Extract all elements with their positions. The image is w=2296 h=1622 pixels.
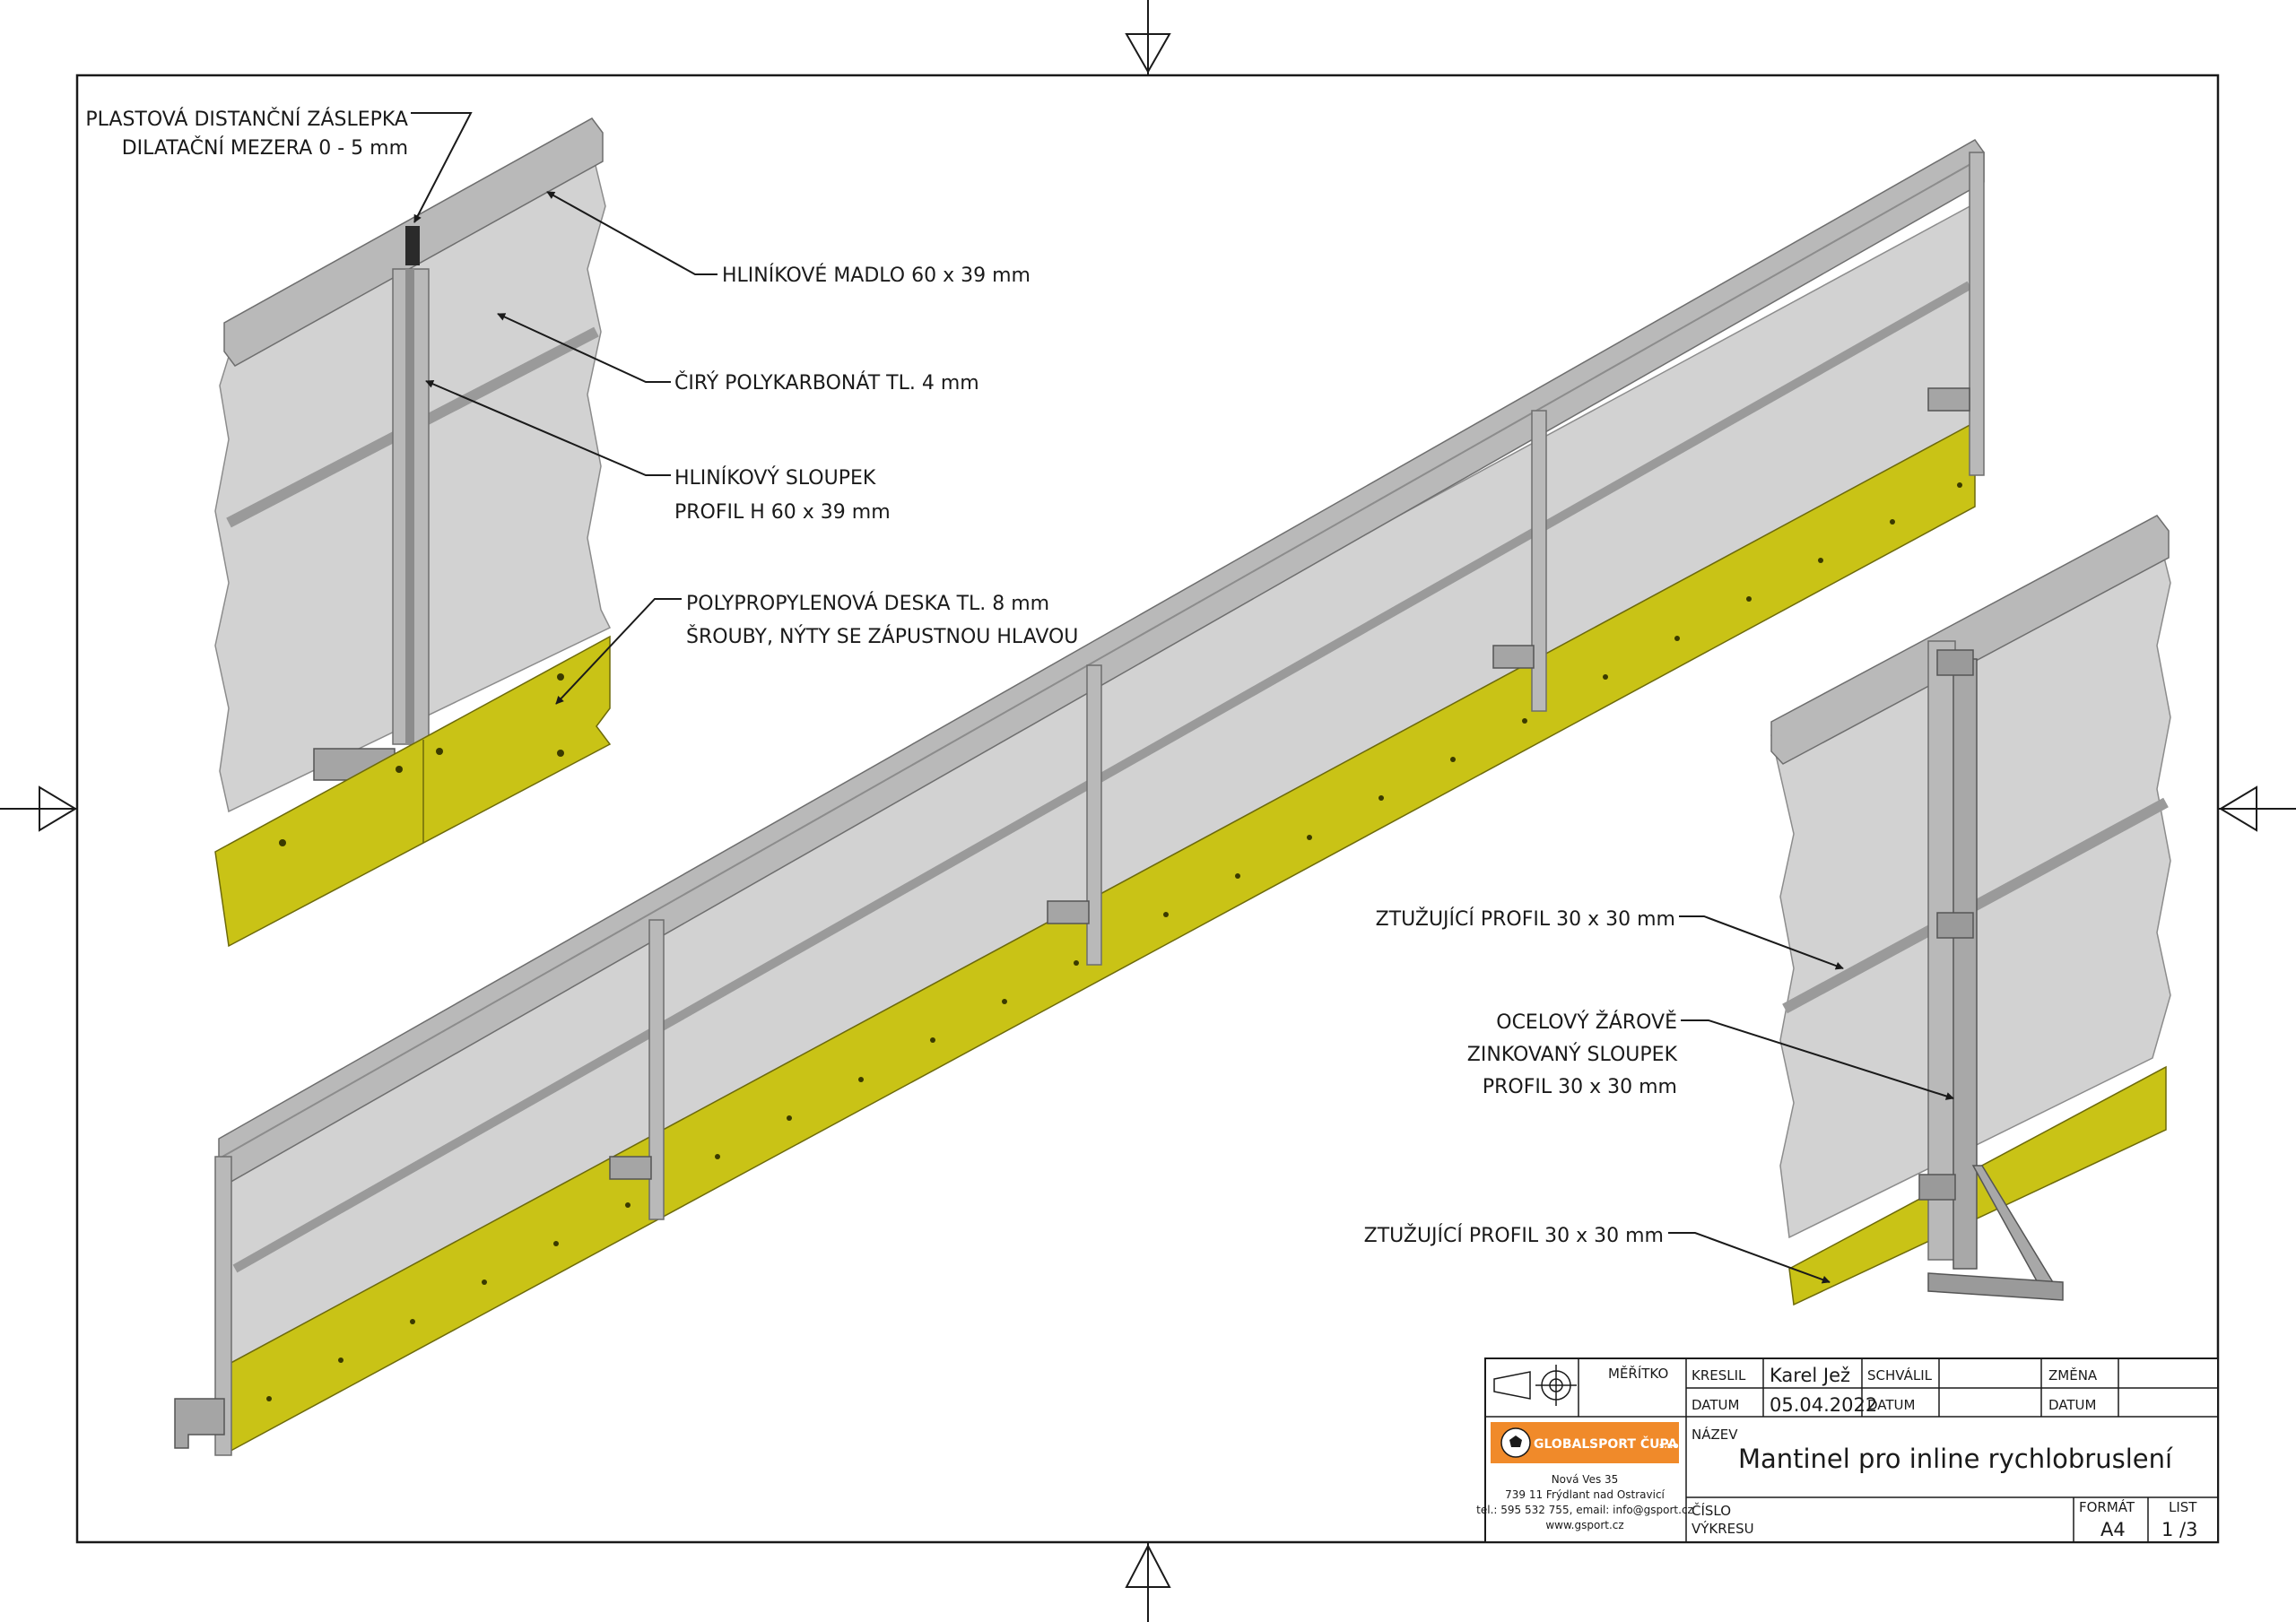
detail-right-base-plate xyxy=(1927,1272,2064,1301)
tb-date-value: 05.04.2022 xyxy=(1770,1394,1877,1416)
tb-format-value: A4 xyxy=(2100,1519,2126,1540)
tb-sheet-label: LIST xyxy=(2169,1499,2197,1515)
tb-drawn-label: KRESLIL xyxy=(1692,1367,1746,1383)
label-polycarbonate: ČIRÝ POLYKARBONÁT TL. 4 mm xyxy=(674,371,979,395)
tb-drawing-title: Mantinel pro inline rychlobruslení xyxy=(1738,1444,2173,1474)
tb-format-label: FORMÁT xyxy=(2079,1498,2135,1515)
label-stiffening-top: ZTUŽUJÍCÍ PROFIL 30 x 30 mm xyxy=(1376,907,1675,931)
label-steel-line1: OCELOVÝ ŽÁROVĚ xyxy=(1496,1010,1677,1034)
label-board-line2: ŠROUBY, NÝTY SE ZÁPUSTNOU HLAVOU xyxy=(686,625,1078,648)
label-handrail: HLINÍKOVÉ MADLO 60 x 39 mm xyxy=(722,264,1031,287)
svg-text:GLOBAL: GLOBAL xyxy=(1534,1437,1589,1452)
label-post-line2: PROFIL H 60 x 39 mm xyxy=(674,501,891,524)
label-board-line1: POLYPROPYLENOVÁ DESKA TL. 8 mm xyxy=(686,592,1049,615)
tb-approved-label: SCHVÁLIL xyxy=(1867,1366,1933,1383)
label-steel-line3: PROFIL 30 x 30 mm xyxy=(1483,1076,1677,1098)
detail-right-handrail xyxy=(1770,515,2170,765)
detail-right-board xyxy=(1788,1065,2167,1306)
label-stiffening-bottom: ZTUŽUJÍCÍ PROFIL 30 x 30 mm xyxy=(1364,1224,1664,1247)
main-board-screws xyxy=(266,482,1962,1401)
detail-top-left xyxy=(214,117,612,948)
main-barrier-view xyxy=(174,139,1985,1456)
tb-name-label: NÁZEV xyxy=(1692,1426,1738,1443)
company-address-2: 739 11 Frýdlant nad Ostravicí xyxy=(1505,1488,1665,1501)
detail-left-cap xyxy=(405,226,420,265)
tb-sheet-value: 1 /3 xyxy=(2161,1519,2197,1540)
detail-right xyxy=(1770,515,2171,1306)
tb-drawing-no-label-1: ČÍSLO xyxy=(1692,1502,1731,1519)
tb-date-label-3: DATUM xyxy=(2048,1397,2096,1413)
svg-text:s.r.o.: s.r.o. xyxy=(1659,1442,1682,1451)
tb-scale-label: MĚŘÍTKO xyxy=(1608,1365,1668,1382)
company-logo: GLOBAL SPORT ČUPA s.r.o. xyxy=(1491,1422,1682,1463)
main-aluminium-posts xyxy=(214,152,1985,1456)
tb-date-label-2: DATUM xyxy=(1867,1397,1915,1413)
projection-symbol-icon xyxy=(1493,1365,1577,1406)
company-address-4: www.gsport.cz xyxy=(1545,1519,1623,1531)
tb-change-label: ZMĚNA xyxy=(2048,1366,2098,1383)
label-post-line1: HLINÍKOVÝ SLOUPEK xyxy=(674,466,876,490)
label-cap-line1: PLASTOVÁ DISTANČNÍ ZÁSLEPKA xyxy=(85,108,408,131)
svg-text:SPORT ČUPA: SPORT ČUPA xyxy=(1589,1436,1677,1452)
tb-drawn-value: Karel Jež xyxy=(1770,1365,1850,1386)
company-address-3: tel.: 595 532 755, email: info@gsport.cz xyxy=(1476,1504,1693,1516)
detail-right-alu-post xyxy=(1927,640,1956,1261)
main-post-brackets xyxy=(174,387,1970,1449)
tb-drawing-no-label-2: VÝKRESU xyxy=(1692,1520,1754,1537)
company-address-1: Nová Ves 35 xyxy=(1552,1473,1619,1486)
label-steel-line2: ZINKOVANÝ SLOUPEK xyxy=(1467,1043,1678,1066)
detail-left-board xyxy=(214,635,612,948)
title-block: MĚŘÍTKO KRESLIL Karel Jež SCHVÁLIL ZMĚNA… xyxy=(1476,1357,2219,1543)
label-cap-line2: DILATAČNÍ MEZERA 0 - 5 mm xyxy=(122,136,408,160)
main-stiffening-rails xyxy=(232,281,1972,1273)
tb-date-label: DATUM xyxy=(1692,1397,1739,1413)
detail-right-steel-post xyxy=(1952,658,1978,1270)
annotations: PLASTOVÁ DISTANČNÍ ZÁSLEPKA DILATAČNÍ ME… xyxy=(85,108,1954,1284)
